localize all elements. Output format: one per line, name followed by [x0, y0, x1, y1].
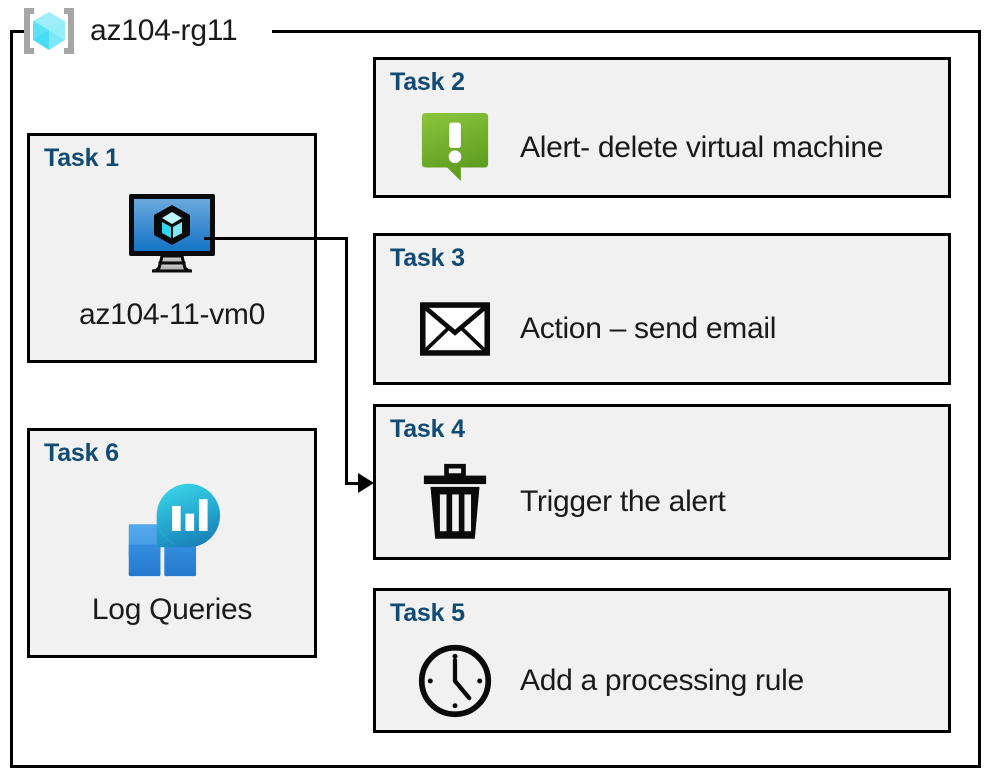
task-caption: Trigger the alert	[520, 485, 726, 518]
task-label: Task 4	[390, 415, 465, 443]
alert-exclamation-bubble-icon	[416, 111, 494, 185]
resource-group-cube-icon	[18, 5, 80, 57]
task-label: Task 2	[390, 68, 465, 96]
log-analytics-icon	[120, 483, 224, 577]
task-caption: Alert- delete virtual machine	[520, 130, 884, 164]
trash-can-icon	[416, 462, 494, 542]
task-card-task3[interactable]: Task 3 Action – send email	[373, 233, 951, 385]
resource-group-border-left	[10, 30, 13, 768]
task-label: Task 1	[44, 144, 119, 172]
resource-group-border-top	[272, 30, 981, 33]
task-card-task6[interactable]: Task 6	[27, 428, 317, 658]
task-label: Task 3	[390, 244, 465, 272]
resource-group-border-bottom	[10, 765, 981, 768]
task-card-task2[interactable]: Task 2 Alert- delete virtual machine	[373, 57, 951, 198]
task-caption: Log Queries	[91, 593, 253, 626]
envelope-icon	[416, 302, 494, 356]
task-caption: Action – send email	[520, 312, 777, 345]
task-label: Task 6	[44, 439, 119, 467]
connector-arrowhead-icon	[358, 473, 374, 493]
connector-segment-horizontal-bottom	[345, 482, 367, 485]
task-card-task4[interactable]: Task 4 Trigger the alert	[373, 404, 951, 560]
task-caption: az104-11-vm0	[79, 298, 265, 331]
task-label: Task 5	[390, 599, 465, 627]
clock-icon	[416, 643, 494, 719]
connector-segment-horizontal-top	[204, 237, 348, 240]
resource-group-name: az104-rg11	[90, 14, 238, 47]
task-caption: Add a processing rule	[520, 663, 804, 697]
resource-group-border-right	[978, 30, 981, 768]
connector-segment-vertical	[345, 237, 348, 484]
virtual-machine-icon	[126, 188, 218, 280]
task-card-task1[interactable]: Task 1	[27, 133, 317, 363]
resource-group-header: az104-rg11	[18, 2, 238, 60]
resource-group-border-top-left-stub	[10, 30, 28, 33]
task-card-task5[interactable]: Task 5 Add a processing rule	[373, 588, 951, 733]
